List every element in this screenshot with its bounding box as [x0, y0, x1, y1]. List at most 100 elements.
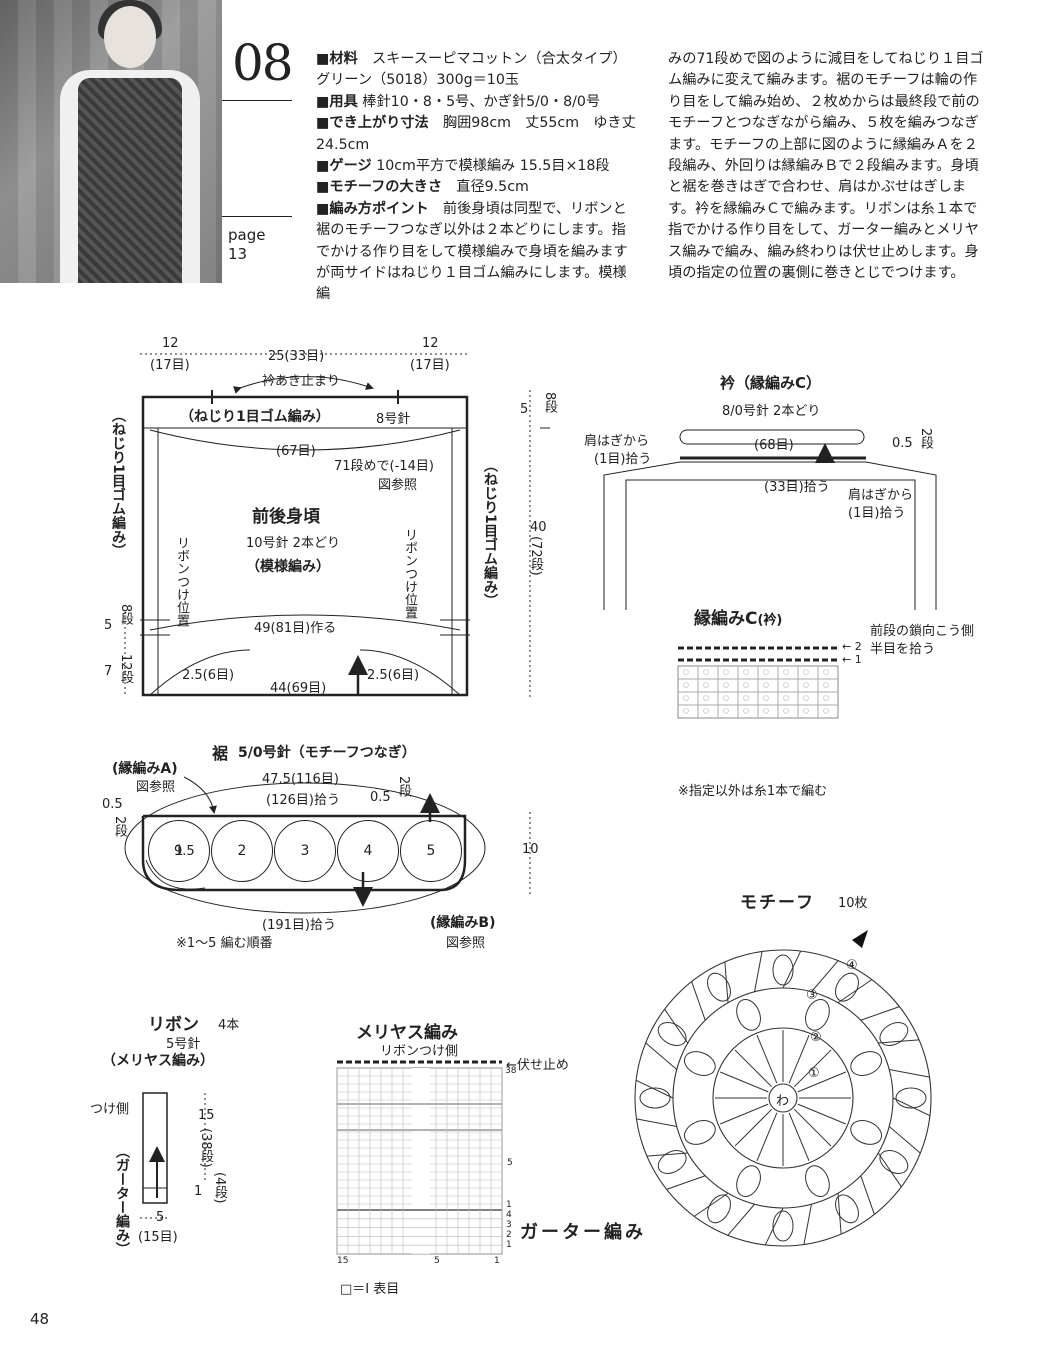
collar-st1-left: (1目)拾う	[594, 452, 652, 467]
ribbon-w5: 5	[156, 1210, 165, 1225]
hem-motif: 3	[274, 820, 336, 882]
edge-b-see: 図参照	[446, 936, 486, 951]
magic-ring: わ	[776, 1094, 790, 1109]
tools-line: ■用具 棒針10・8・5号、かぎ針5/0・8/0号	[316, 93, 601, 110]
hem-motif: 2	[211, 820, 273, 882]
stockinette-title: メリヤス編み	[356, 1023, 458, 1043]
edge-c-note2: 半目を拾う	[870, 642, 936, 657]
dim-40: 40	[530, 520, 547, 535]
body-title: 前後身頃	[252, 507, 320, 527]
dim-8-left: 8段	[118, 604, 133, 626]
edge-c-title: 縁編みC(衿)	[694, 609, 783, 629]
body-needle: 10号針 2本どり	[246, 536, 340, 551]
dim-8-right: 8段	[542, 392, 557, 414]
points-line: ■編み方ポイント 前後身頃は同型で、リボンと裾のモチーフつなぎ以外は２本どりにし…	[316, 200, 628, 303]
collar-shoulder-right: 肩はぎから	[848, 488, 914, 503]
ribbon-h15: 15	[198, 1108, 215, 1123]
motif-diameter: 9.5	[174, 844, 195, 859]
garter-row-num: 4	[506, 1210, 512, 1220]
row-38: 38	[505, 1066, 517, 1076]
hem-d05-right: 0.5	[370, 790, 391, 805]
ribbon-h1: 1	[194, 1184, 203, 1199]
top-band-label: （ねじり1目ゴム編み）	[180, 409, 330, 425]
edge-b-label: (縁編みB)	[430, 915, 496, 931]
bindoff-label: ←伏せ止め	[506, 1058, 569, 1073]
collar-st68: (68目)	[754, 438, 794, 453]
dim-72: (72段)	[528, 536, 543, 576]
st67-label: (67目)	[276, 444, 316, 459]
description-column-2: みの71段めで図のように減目をしてねじり１目ゴム編みに変えて編みます。裾のモチー…	[668, 51, 984, 282]
page-rule	[222, 216, 292, 217]
corner-right: 2.5(6目)	[367, 668, 420, 683]
hem-st126: (126目)拾う	[266, 793, 340, 808]
collar-needle: 8/0号針 2本どり	[722, 404, 821, 419]
hem-d2-left: 2段	[112, 816, 127, 838]
motif-size-line: ■モチーフの大きさ 直径9.5cm	[316, 179, 529, 196]
ribbon-count: 4本	[218, 1018, 240, 1033]
ribbon-needle: 5号針	[166, 1037, 201, 1052]
dim-neck: 25(33目)	[268, 349, 325, 364]
row-5: 5	[507, 1158, 513, 1168]
hem-order-note: ※1〜5 編む順番	[176, 936, 273, 951]
corner-left: 2.5(6目)	[182, 668, 235, 683]
size-line: ■でき上がり寸法 胸囲98cm 丈55cm ゆき丈24.5cm	[316, 115, 636, 153]
garter-row-num: 1	[506, 1200, 512, 1210]
hem-motif: 1	[148, 820, 210, 882]
edge-c-row2: ← 2	[842, 640, 862, 653]
gauge-line: ■ゲージ 10cm平方で模様編み 15.5目×18段	[316, 158, 610, 175]
ribbon-r38: (38段)	[198, 1128, 213, 1168]
dim-5-right: 5	[520, 402, 529, 417]
side-left-label: （ねじり1目ゴム編み）	[110, 408, 126, 558]
dim-shoulder-left-sts: (17目)	[150, 358, 190, 373]
ribbon-r4: (4段)	[212, 1172, 227, 1204]
see-figure: 図参照	[378, 478, 418, 493]
pattern-number: 08	[232, 34, 294, 92]
garter-row-num: 2	[506, 1230, 512, 1240]
dim-7-left: 7	[104, 664, 113, 679]
round-4: ④	[846, 958, 858, 973]
title-rule	[222, 100, 292, 101]
col-5: 5	[434, 1256, 440, 1266]
ribbon-attach: つけ側	[90, 1102, 130, 1117]
stitch-legend: □＝Ⅰ 表目	[340, 1282, 400, 1297]
hem-st191: (191目)拾う	[262, 918, 336, 933]
hem-needle: 5/0号針（モチーフつなぎ）	[238, 745, 416, 761]
edge-c-row1: ← 1	[842, 653, 862, 666]
stockinette-sub: リボンつけ側	[380, 1044, 459, 1059]
hem-d05-left: 0.5	[102, 797, 123, 812]
hem-motif: 5	[400, 820, 462, 882]
hem-title: 裾	[212, 744, 229, 763]
round-2: ②	[810, 1030, 822, 1045]
hem-motif: 4	[337, 820, 399, 882]
page-reference: page 13	[228, 226, 266, 263]
ribbon-st15: (15目)	[138, 1230, 178, 1245]
ribbon-pos-right: リボンつけ位置	[402, 528, 417, 619]
model-photo	[0, 0, 222, 283]
dim-shoulder-left: 12	[162, 336, 179, 351]
garter-label: ガーター編み	[520, 1222, 646, 1243]
single-yarn-note: ※指定以外は糸1本で編む	[678, 784, 828, 799]
side-right-label: （ねじり1目ゴム編み）	[482, 458, 498, 608]
dim-5-left: 5	[104, 618, 113, 633]
collar-shoulder-left: 肩はぎから	[584, 434, 650, 449]
garter-row-num: 1	[506, 1240, 512, 1250]
edge-a-label: (縁編みA)	[112, 761, 178, 777]
col-15: 15	[337, 1256, 349, 1266]
dim-shoulder-right: 12	[422, 336, 439, 351]
collar-d2: 2段	[918, 428, 933, 450]
decrease-note: 71段めで(-14目)	[334, 459, 434, 474]
dim-12-left: 12段	[118, 654, 133, 684]
collar-st33: (33目)拾う	[764, 480, 830, 495]
materials-line: ■材料 スキースーピマコットン（合太タイプ）グリーン（5018）300g＝10玉	[316, 51, 627, 89]
motif-title: モチーフ	[740, 893, 815, 913]
body-pattern: （模様編み）	[246, 559, 330, 575]
hem-width: 47.5(116目)	[262, 772, 339, 787]
ribbon-pos-left: リボンつけ位置	[174, 536, 189, 627]
ribbon-garter: （ガーター編み）	[114, 1144, 130, 1256]
edge-a-see: 図参照	[136, 780, 176, 795]
round-3: ③	[806, 988, 818, 1003]
cast-on-label: 49(81目)作る	[254, 621, 337, 636]
